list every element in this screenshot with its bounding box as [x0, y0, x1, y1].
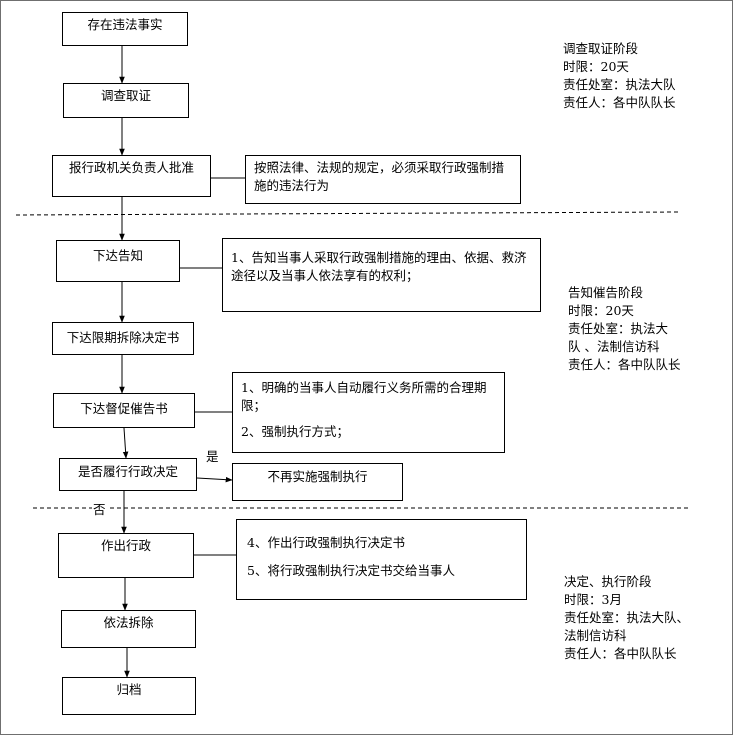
note-box-notice-content: 1、告知当事人采取行政强制措施的理由、依据、救济途径以及当事人依法享有的权利；: [222, 238, 541, 312]
flow-step-notice: 下达告知: [56, 240, 180, 282]
stage-1-owner: 责任人：各中队队长: [563, 95, 676, 110]
flow-step-investigate-label: 调查取证: [100, 88, 151, 103]
flow-step-notice-label: 下达告知: [92, 248, 143, 263]
note-box-decision-content: 4、作出行政强制执行决定书 5、将行政强制执行决定书交给当事人: [236, 519, 527, 600]
stage-3-dept-cont: 法制信访科: [564, 628, 627, 643]
flow-step-archive-label: 归档: [116, 682, 142, 697]
flow-step-demolition-order: 下达限期拆除决定书: [52, 322, 194, 355]
stage-2-title: 告知催告阶段: [568, 285, 644, 300]
note-approval-basis-text: 按照法律、法规的规定，必须采取行政强制措施的违法行为: [254, 160, 505, 193]
note-decision-line-2: 5、将行政强制执行决定书交给当事人: [247, 563, 455, 578]
flow-step-investigate: 调查取证: [63, 83, 189, 118]
note-box-approval-basis: 按照法律、法规的规定，必须采取行政强制措施的违法行为: [245, 155, 521, 204]
flow-step-demolition-order-label: 下达限期拆除决定书: [66, 330, 180, 345]
stage-note-notice: 告知催告阶段 时限：20天 责任处室：执法大 队 、法制信访科 责任人：各中队队…: [568, 284, 681, 374]
flow-step-violation-label: 存在违法事实: [87, 17, 163, 32]
stage-2-owner: 责任人：各中队队长: [568, 357, 681, 372]
stage-2-dept-cont: 队 、法制信访科: [568, 339, 660, 354]
note-urge-line-2: 2、强制执行方式；: [241, 424, 349, 439]
note-urge-line-1: 1、明确的当事人自动履行义务所需的合理期限；: [241, 380, 487, 413]
note-box-urge-content: 1、明确的当事人自动履行义务所需的合理期限； 2、强制执行方式；: [232, 372, 505, 453]
note-notice-content-text: 1、告知当事人采取行政强制措施的理由、依据、救济途径以及当事人依法享有的权利；: [231, 250, 527, 283]
flow-step-archive: 归档: [62, 677, 196, 715]
stage-2-time: 时限：20天: [568, 303, 634, 318]
flow-step-urge-notice-label: 下达督促催告书: [80, 401, 168, 416]
flow-step-decision-check: 是否履行行政决定: [59, 458, 197, 491]
flow-step-enforce-decision-label: 作出行政: [100, 538, 151, 553]
stage-3-owner: 责任人：各中队队长: [564, 646, 677, 661]
branch-no-label: 否: [92, 502, 107, 517]
stage-3-title: 决定、执行阶段: [564, 574, 652, 589]
flow-step-violation: 存在违法事实: [62, 12, 188, 46]
stage-1-time: 时限：20天: [563, 59, 629, 74]
flow-step-no-enforcement-label: 不再实施强制执行: [267, 469, 368, 484]
flow-step-demolish: 依法拆除: [61, 610, 196, 648]
stage-2-dept: 责任处室：执法大: [568, 321, 669, 336]
stage-note-execution: 决定、执行阶段 时限：3月 责任处室：执法大队、 法制信访科 责任人：各中队队长: [564, 573, 689, 663]
stage-1-dept: 责任处室：执法大队: [563, 77, 676, 92]
flow-step-demolish-label: 依法拆除: [103, 615, 154, 630]
stage-3-time: 时限：3月: [564, 592, 622, 607]
flow-step-approval-label: 报行政机关负责人批准: [68, 160, 194, 175]
stage-note-investigation: 调查取证阶段 时限：20天 责任处室：执法大队 责任人：各中队队长: [563, 40, 676, 112]
flow-step-approval: 报行政机关负责人批准: [52, 155, 211, 197]
flow-step-decision-check-label: 是否履行行政决定: [77, 464, 178, 479]
arrow-yes: [196, 476, 233, 483]
stage-divider-1: [15, 211, 681, 216]
branch-yes-label: 是: [206, 449, 219, 464]
stage-1-title: 调查取证阶段: [563, 41, 639, 56]
arrow-6-7: [122, 427, 129, 459]
note-decision-line-1: 4、作出行政强制执行决定书: [247, 535, 405, 550]
flow-step-no-enforcement: 不再实施强制执行: [232, 463, 403, 501]
flow-step-enforce-decision: 作出行政: [58, 533, 194, 578]
stage-3-dept: 责任处室：执法大队、: [564, 610, 690, 625]
flow-step-urge-notice: 下达督促催告书: [53, 393, 195, 428]
